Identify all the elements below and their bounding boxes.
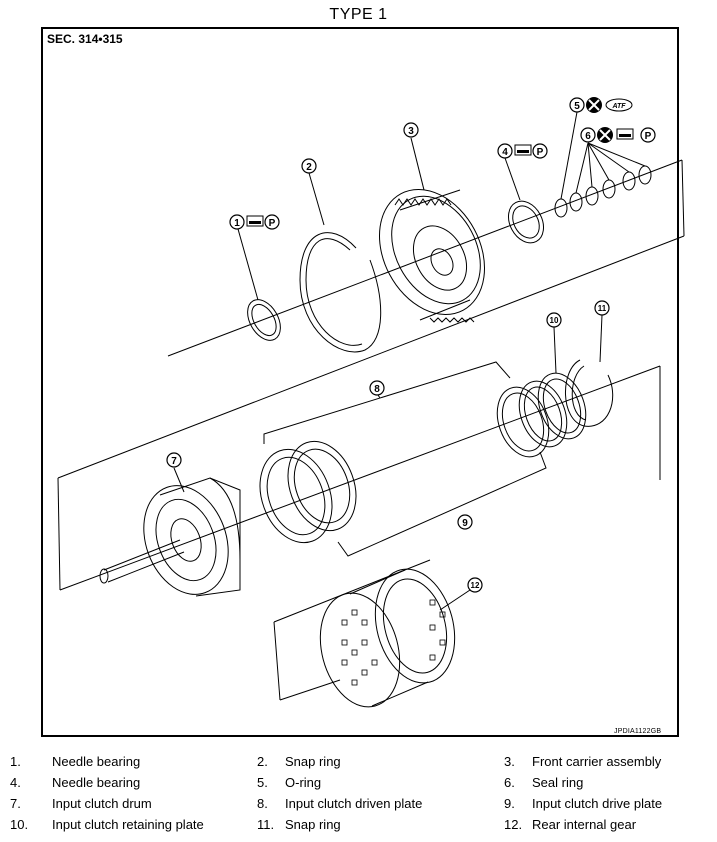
rear-internal-gear-12 <box>319 568 456 708</box>
legend-name: Snap ring <box>285 817 341 832</box>
callout-1 <box>229 214 245 230</box>
leader-7 <box>173 467 185 493</box>
input-clutch-driven-plate-8 <box>259 386 550 544</box>
legend-number: 6. <box>504 775 515 790</box>
legend-number: 3. <box>504 754 515 769</box>
atf-badge: ATF <box>611 103 626 110</box>
callout-3 <box>403 122 419 138</box>
callout-4 <box>497 143 513 159</box>
legend-number: 7. <box>10 796 21 811</box>
legend-name: Seal ring <box>532 775 584 790</box>
callout-5-label: 5 <box>574 101 580 112</box>
bracket-8 <box>263 361 511 444</box>
legend-row: 4. Needle bearing 5. O-ring 6. Seal ring <box>0 775 717 793</box>
leader-12 <box>439 589 471 611</box>
axis-line-lower <box>59 365 661 591</box>
axis-line-top <box>167 159 683 357</box>
axis-line-top-end <box>681 159 685 237</box>
input-clutch-drive-plate-9 <box>287 380 568 532</box>
callout-1-label: 1 <box>234 218 240 229</box>
legend-row: 7. Input clutch drum 8. Input clutch dri… <box>0 796 717 814</box>
callout-2-label: 2 <box>306 162 312 173</box>
legend-name: Input clutch retaining plate <box>52 817 204 832</box>
leader-10 <box>553 326 557 374</box>
legend-number: 2. <box>257 754 268 769</box>
callout-10-label: 10 <box>550 316 559 325</box>
legend-name: Input clutch driven plate <box>285 796 423 811</box>
callout-12-label: 12 <box>471 581 480 590</box>
legend-number: 1. <box>10 754 21 769</box>
legend-name: Input clutch drive plate <box>532 796 663 811</box>
page-title: TYPE 1 <box>329 6 388 23</box>
callout-8-label: 8 <box>374 384 380 395</box>
callout-7 <box>166 452 182 468</box>
legend-number: 9. <box>504 796 515 811</box>
legend-number: 10. <box>10 817 29 832</box>
snap-ring-11 <box>565 359 614 427</box>
callout-2 <box>301 158 317 174</box>
callout-6 <box>580 127 596 143</box>
diagram-frame <box>41 27 679 737</box>
legend-name: Needle bearing <box>52 775 141 790</box>
input-clutch-retaining-plate-10 <box>537 372 587 440</box>
callout-3-label: 3 <box>408 126 414 137</box>
image-code: JPDIA1122GB <box>614 728 662 735</box>
leader-6 <box>575 142 646 194</box>
input-clutch-drum-7 <box>99 477 241 597</box>
callout-9 <box>457 514 473 530</box>
snap-ring-2 <box>299 232 382 353</box>
grease-symbol-1: P <box>246 214 280 230</box>
needle-bearing-1 <box>247 299 281 341</box>
callout-5 <box>569 97 585 113</box>
legend-row: 1. Needle bearing 2. Snap ring 3. Front … <box>0 754 717 772</box>
replace-symbol-6: P <box>597 127 656 143</box>
legend-number: 5. <box>257 775 268 790</box>
leader-4 <box>504 157 521 201</box>
section-label: SEC. 314•315 <box>47 32 123 46</box>
bracket-9 <box>337 451 547 557</box>
axis-line-bottom-3 <box>279 679 341 701</box>
callout-7-label: 7 <box>171 456 177 467</box>
leader-2 <box>308 172 325 226</box>
legend-row: 10. Input clutch retaining plate 11. Sna… <box>0 817 717 835</box>
leader-1 <box>237 228 259 301</box>
grease-symbol-4: P <box>514 143 548 159</box>
callout-11 <box>594 300 610 316</box>
p-badge-1: P <box>269 218 276 229</box>
legend-number: 11. <box>257 817 275 832</box>
callout-8 <box>369 380 385 396</box>
axis-line-mid-drop <box>57 477 61 591</box>
callout-6-label: 6 <box>585 131 591 142</box>
legend-number: 8. <box>257 796 268 811</box>
callout-10 <box>546 312 562 328</box>
legend-name: Front carrier assembly <box>532 754 662 769</box>
legend-name: Rear internal gear <box>532 817 637 832</box>
legend-name: Needle bearing <box>52 754 141 769</box>
legend-name: O-ring <box>285 775 322 790</box>
axis-line-mid <box>57 235 685 479</box>
axis-line-bottom <box>273 621 281 701</box>
callout-4-label: 4 <box>502 147 508 158</box>
legend-number: 4. <box>10 775 21 790</box>
seal-rings-6 <box>569 165 652 212</box>
p-badge-6: P <box>645 131 652 142</box>
callout-12 <box>467 577 483 593</box>
callout-9-label: 9 <box>462 518 468 529</box>
needle-bearing-4 <box>507 200 545 244</box>
leader-11 <box>599 314 603 363</box>
front-carrier-assembly-3 <box>378 189 486 323</box>
leader-3 <box>410 137 425 191</box>
leader-5 <box>560 111 578 200</box>
replace-symbol-5: ATF <box>586 97 633 113</box>
legend-number: 12. <box>504 817 523 832</box>
callout-11-label: 11 <box>598 304 607 313</box>
legend-name: Snap ring <box>285 754 341 769</box>
p-badge-4: P <box>537 147 544 158</box>
legend-name: Input clutch drum <box>52 796 152 811</box>
